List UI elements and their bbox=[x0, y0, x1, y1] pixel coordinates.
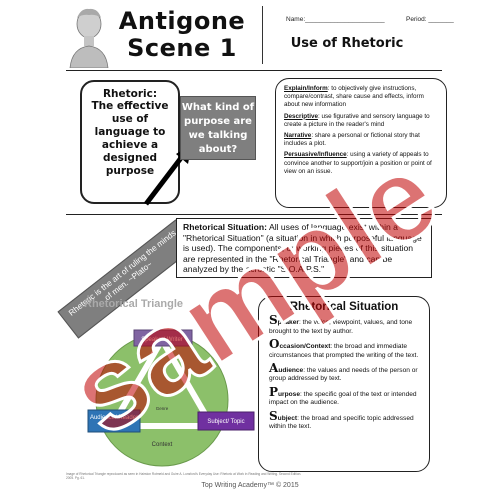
soaps-cap: P bbox=[269, 384, 279, 399]
audience-label: Audience/ Reader bbox=[90, 415, 138, 421]
soaps-cap: S bbox=[269, 408, 278, 423]
subject-label: Subject/ Topic bbox=[207, 419, 244, 425]
soaps-text: : the values and needs of the person or … bbox=[269, 367, 418, 383]
soaps-cap: A bbox=[269, 361, 279, 376]
context-label: Context bbox=[152, 442, 173, 448]
situation-lead: Rhetorical Situation: bbox=[183, 222, 268, 232]
soaps-text: : the broad and specific topic addressed… bbox=[269, 414, 414, 431]
soaps-item: Occasion/Context: the broad and immediat… bbox=[269, 337, 419, 360]
greek-bust-icon bbox=[69, 8, 109, 68]
image-credit: Image of Rhetorical Triangle reproduced … bbox=[66, 472, 302, 480]
soaps-text: : the voice, viewpoint, values, and tone… bbox=[269, 319, 413, 335]
subject-box bbox=[197, 411, 255, 431]
situation-text: All uses of language exist within a "Rhe… bbox=[183, 222, 422, 274]
rhetorical-situation-box: Rhetorical Situation: All uses of langua… bbox=[176, 218, 432, 278]
soaps-label: udience bbox=[278, 367, 304, 375]
page-title: Antigone Scene 1 bbox=[112, 8, 252, 62]
page-subtitle: Use of Rhetoric bbox=[290, 36, 404, 51]
soaps-item: Purpose: the specific goal of the text o… bbox=[269, 384, 419, 408]
audience-box bbox=[87, 409, 141, 433]
purpose-text: : use figurative and sensory language to… bbox=[284, 112, 430, 128]
soaps-label: peaker bbox=[277, 319, 299, 327]
header-divider bbox=[262, 6, 263, 64]
period-field[interactable]: Period: _______ bbox=[406, 16, 454, 23]
soaps-title: Rhetorical Situation bbox=[289, 301, 399, 313]
soaps-item: Audience: the values and needs of the pe… bbox=[269, 361, 419, 384]
title-line-2: Scene 1 bbox=[127, 34, 237, 62]
section-rule bbox=[66, 214, 442, 215]
diagram-title: Rhetorical Triangle bbox=[84, 298, 184, 310]
purpose-item: Descriptive: use figurative and sensory … bbox=[284, 113, 438, 129]
header-rule bbox=[66, 70, 442, 71]
soaps-item: Subject: the broad and specific topic ad… bbox=[269, 408, 419, 432]
page-footer: Top Writing Academy™ © 2015 bbox=[201, 482, 299, 489]
triangle-shape bbox=[106, 334, 218, 429]
purpose-text: : to objectively give instructions, comp… bbox=[284, 85, 424, 109]
rhetoric-term: Rhetoric: bbox=[102, 88, 158, 100]
rhetoric-definition: The effective use of language to achieve… bbox=[91, 100, 169, 177]
purpose-types-box: Explain/Inform: to objectively give inst… bbox=[275, 78, 447, 208]
purpose-item: Explain/Inform: to objectively give inst… bbox=[284, 85, 438, 110]
purpose-text: : using a variety of appeals to convince… bbox=[284, 151, 432, 175]
purpose-item: Narrative: share a personal or fictional… bbox=[284, 132, 438, 148]
soaps-text: : the broad and immediate circumstances … bbox=[269, 343, 419, 359]
soaps-list-box: Rhetorical Situation Speaker: the voice,… bbox=[258, 296, 430, 472]
soaps-label: ubject bbox=[277, 414, 298, 422]
soaps-label: urpose bbox=[278, 390, 301, 398]
purpose-label: Narrative bbox=[284, 132, 312, 140]
purpose-question-box: What kind of purpose are we talking abou… bbox=[180, 96, 256, 160]
rhetoric-definition-box: Rhetoric: The effective use of language … bbox=[80, 80, 180, 204]
center-label: Genre bbox=[156, 406, 169, 411]
purpose-item: Persuasive/Influence: using a variety of… bbox=[284, 151, 438, 176]
speaker-label: Speaker/ Writer bbox=[141, 337, 183, 343]
soaps-text: : the specific goal of the text or inten… bbox=[269, 390, 417, 407]
soaps-label: ccasion/Context bbox=[279, 343, 331, 351]
purpose-label: Descriptive bbox=[284, 112, 318, 120]
speaker-box bbox=[133, 329, 193, 347]
rhetorical-triangle-diagram: Speaker/ Writer Audience/ Reader Subject… bbox=[87, 329, 255, 467]
purpose-text: : share a personal or fictional story th… bbox=[284, 132, 420, 148]
soaps-cap: S bbox=[269, 313, 278, 328]
soaps-item: Speaker: the voice, viewpoint, values, a… bbox=[269, 313, 419, 336]
name-field[interactable]: Name:______________________ bbox=[286, 16, 385, 23]
soaps-cap: O bbox=[269, 337, 280, 352]
purpose-label: Persuasive/Influence bbox=[284, 151, 347, 159]
purpose-label: Explain/Inform bbox=[284, 85, 328, 92]
title-line-1: Antigone bbox=[118, 7, 246, 35]
